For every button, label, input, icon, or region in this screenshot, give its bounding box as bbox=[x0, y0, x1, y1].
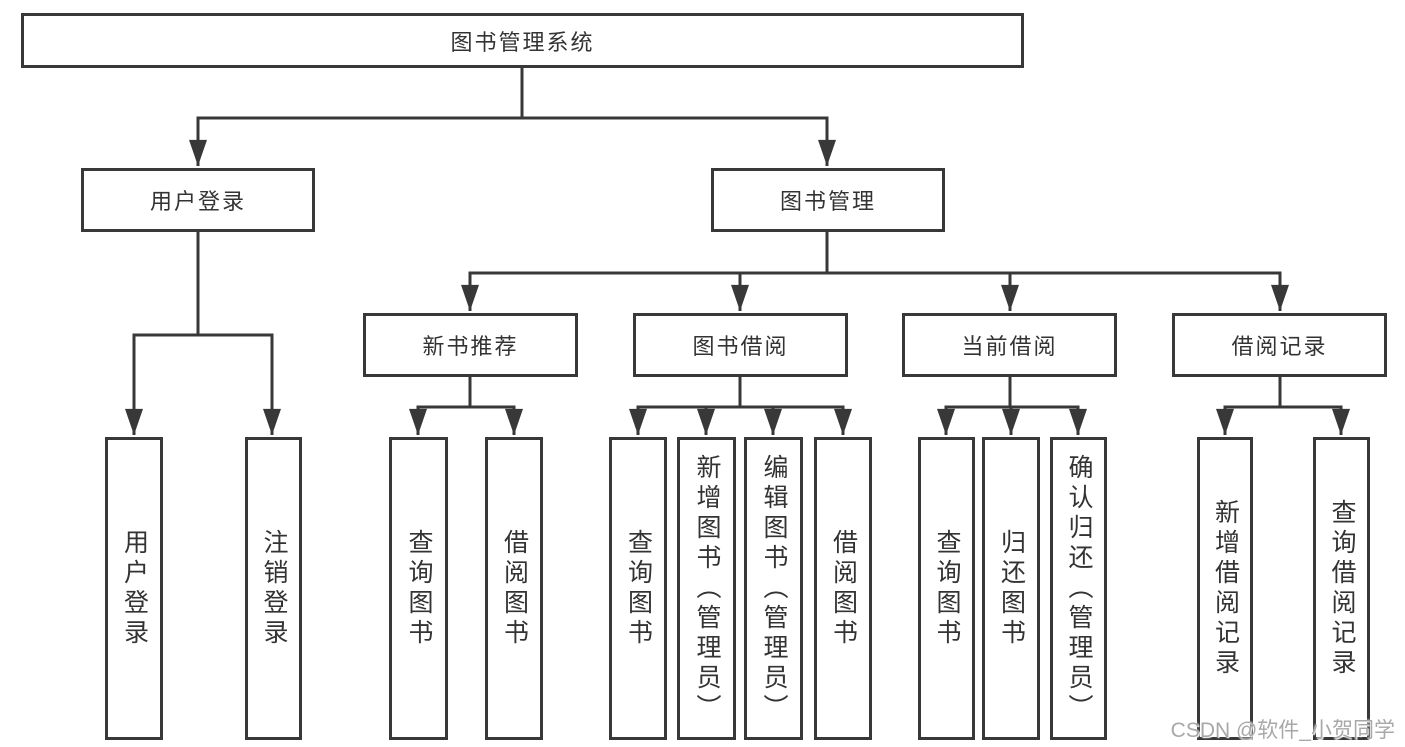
leaf-user-login-label: 用户登录 bbox=[120, 528, 149, 649]
leaf-br-add-record-label: 新增借阅记录 bbox=[1211, 498, 1240, 679]
leaf-rec-query-book: 查询图书 bbox=[389, 437, 448, 740]
leaf-bb-edit-book-label: 编辑图书（管理员） bbox=[760, 453, 788, 724]
node-root: 图书管理系统 bbox=[21, 13, 1024, 68]
node-book-borrow: 图书借阅 bbox=[633, 313, 848, 377]
node-root-label: 图书管理系统 bbox=[450, 29, 595, 55]
node-user-login-label: 用户登录 bbox=[149, 189, 246, 214]
leaf-br-query-record: 查询借阅记录 bbox=[1313, 437, 1370, 740]
leaf-bb-borrow-book: 借阅图书 bbox=[814, 437, 872, 740]
node-borrow-records-label: 借阅记录 bbox=[1231, 334, 1328, 359]
node-new-book-rec: 新书推荐 bbox=[363, 313, 578, 377]
leaf-rec-query-book-label: 查询图书 bbox=[405, 528, 433, 649]
edge-arrows bbox=[125, 118, 1350, 435]
node-current-borrow-label: 当前借阅 bbox=[961, 334, 1058, 359]
node-book-mgmt-label: 图书管理 bbox=[779, 189, 876, 214]
leaf-bb-edit-book: 编辑图书（管理员） bbox=[744, 437, 803, 740]
leaf-rec-borrow-book-label: 借阅图书 bbox=[500, 528, 529, 649]
leaf-cb-confirm-return: 确认归还（管理员） bbox=[1050, 437, 1107, 740]
node-borrow-records: 借阅记录 bbox=[1172, 313, 1387, 377]
leaf-bb-borrow-book-label: 借阅图书 bbox=[829, 528, 858, 649]
leaf-cb-return-book: 归还图书 bbox=[982, 437, 1040, 740]
leaf-user-login: 用户登录 bbox=[105, 437, 163, 740]
node-book-borrow-label: 图书借阅 bbox=[692, 334, 789, 359]
leaf-cb-query-book: 查询图书 bbox=[918, 437, 975, 740]
node-new-book-rec-label: 新书推荐 bbox=[422, 334, 519, 359]
leaf-cb-confirm-return-label: 确认归还（管理员） bbox=[1065, 453, 1093, 724]
leaf-cb-query-book-label: 查询图书 bbox=[933, 528, 961, 649]
node-book-mgmt: 图书管理 bbox=[711, 168, 945, 232]
leaf-br-query-record-label: 查询借阅记录 bbox=[1328, 498, 1356, 679]
leaf-logout-label: 注销登录 bbox=[260, 528, 288, 649]
leaf-bb-query-book: 查询图书 bbox=[609, 437, 667, 740]
csdn-watermark: CSDN @软件_小贺同学 bbox=[1170, 719, 1395, 742]
leaf-cb-return-book-label: 归还图书 bbox=[997, 528, 1026, 649]
node-current-borrow: 当前借阅 bbox=[902, 313, 1117, 377]
leaf-bb-query-book-label: 查询图书 bbox=[624, 528, 653, 649]
leaf-br-add-record: 新增借阅记录 bbox=[1197, 437, 1253, 740]
leaf-logout: 注销登录 bbox=[245, 437, 302, 740]
node-user-login: 用户登录 bbox=[81, 168, 315, 232]
leaf-rec-borrow-book: 借阅图书 bbox=[485, 437, 543, 740]
leaf-bb-add-book-label: 新增图书（管理员） bbox=[693, 453, 721, 724]
leaf-bb-add-book: 新增图书（管理员） bbox=[677, 437, 736, 740]
